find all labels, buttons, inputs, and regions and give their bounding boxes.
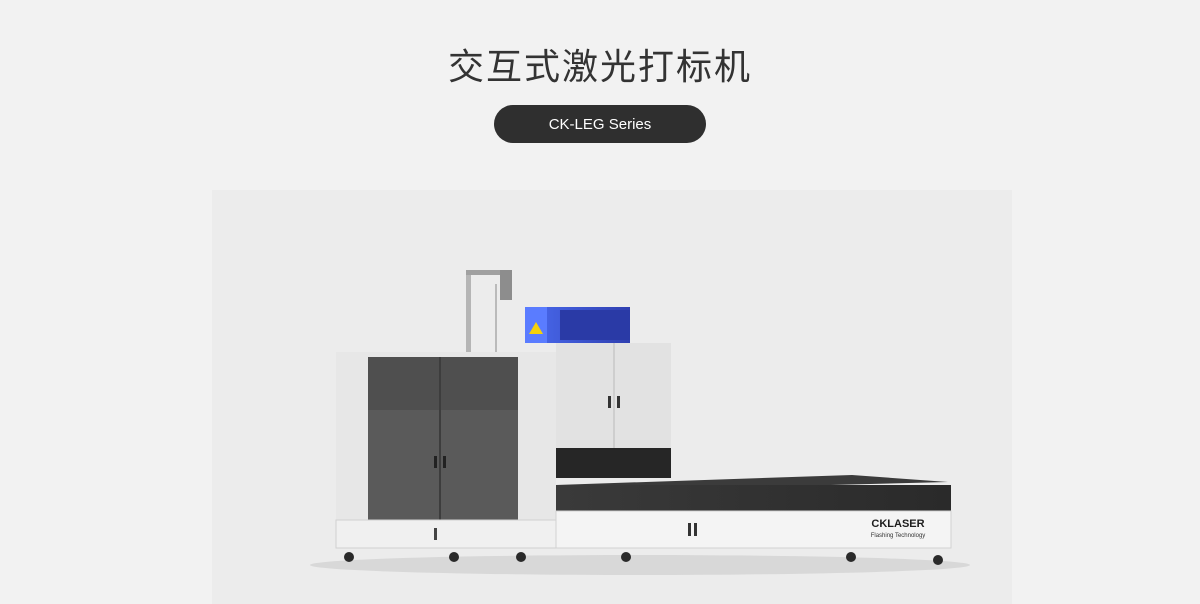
warning-icon bbox=[529, 322, 543, 334]
middle-cabinet bbox=[556, 343, 671, 478]
camera-mast bbox=[466, 270, 512, 352]
brand-tagline: Flashing Technology bbox=[871, 533, 926, 539]
caster-wheels bbox=[344, 552, 943, 565]
series-badge: CK-LEG Series bbox=[494, 105, 706, 143]
laser-source bbox=[525, 307, 630, 343]
left-cabinet bbox=[335, 352, 557, 549]
work-table bbox=[555, 475, 952, 549]
brand-name: CKLASER bbox=[871, 518, 924, 530]
page-title: 交互式激光打标机 bbox=[447, 47, 752, 88]
floor-shadow bbox=[310, 555, 970, 575]
